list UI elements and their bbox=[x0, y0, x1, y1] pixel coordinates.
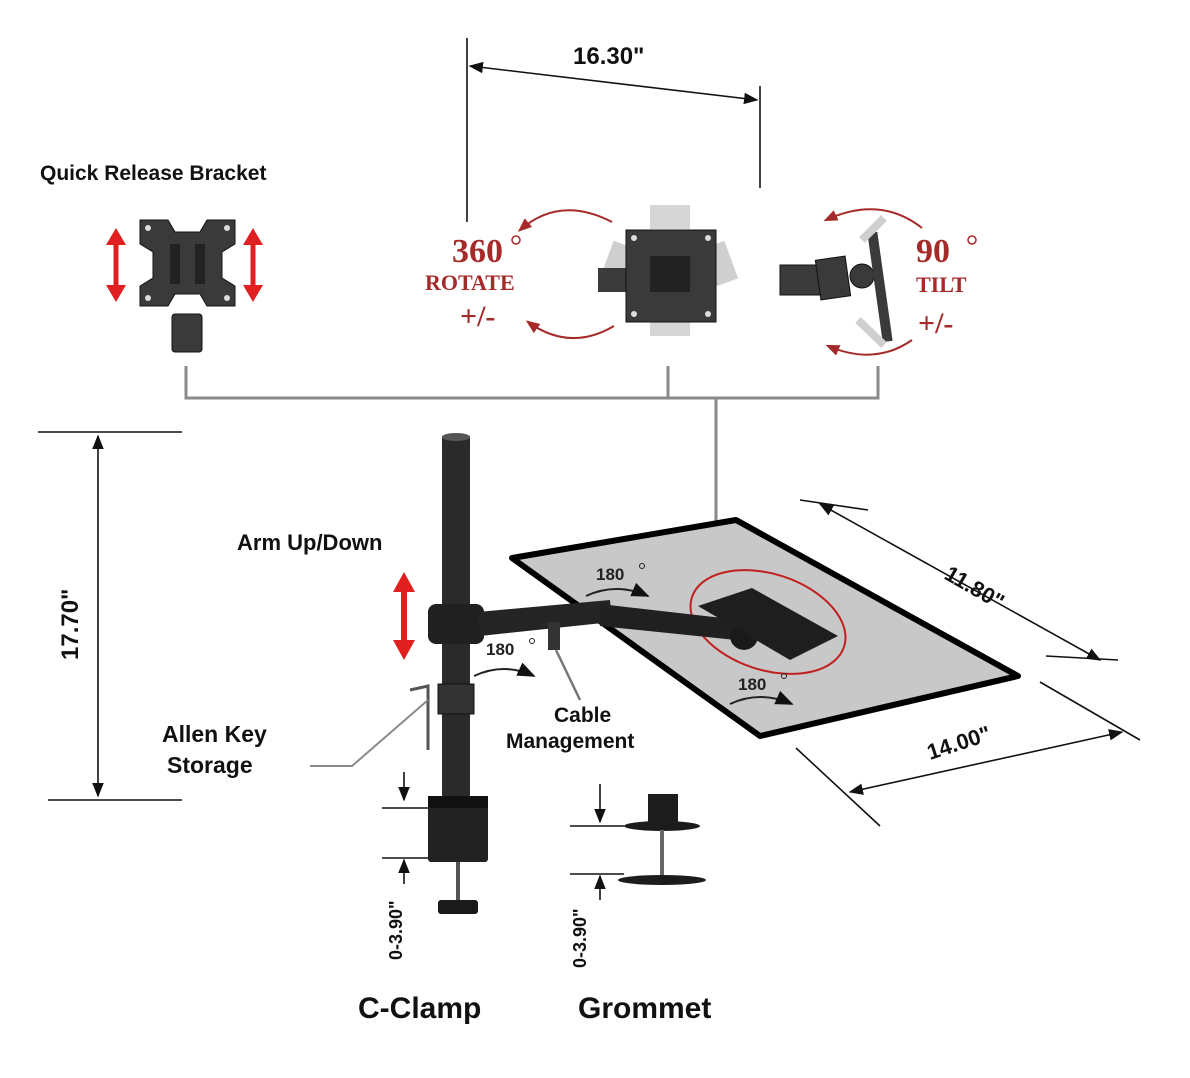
arm-updown-label: Arm Up/Down bbox=[237, 530, 382, 555]
rotate-plusminus: +/- bbox=[460, 300, 495, 333]
swivel-marker-2: 180 bbox=[473, 638, 536, 677]
grommet-plate-icon bbox=[618, 875, 706, 885]
arm-updown: Arm Up/Down bbox=[237, 530, 415, 660]
allen-key-storage: Allen Key Storage bbox=[162, 684, 430, 778]
quick-release-bracket: Quick Release Bracket bbox=[40, 162, 266, 353]
mount-arm bbox=[428, 588, 838, 660]
swivel-1-label: 180 bbox=[596, 565, 624, 584]
tilt-arrow-top-icon bbox=[823, 208, 923, 229]
rotating-plate-icon bbox=[598, 205, 739, 336]
rotate-word: ROTATE bbox=[425, 270, 515, 295]
c-clamp: 0-3.90" C-Clamp bbox=[358, 772, 488, 1025]
width-dimension-label: 16.30" bbox=[573, 43, 644, 70]
vesa-plate-icon bbox=[698, 588, 838, 660]
clamp-body-icon bbox=[428, 796, 488, 862]
clamp-knob-icon bbox=[438, 900, 478, 914]
red-updown-arrow-icon bbox=[393, 572, 415, 660]
red-updown-arrow-icon bbox=[243, 228, 263, 302]
width-dimension: 16.30" bbox=[466, 38, 761, 222]
c-clamp-label: C-Clamp bbox=[358, 992, 481, 1025]
swivel-arrow-icon bbox=[585, 582, 650, 597]
allen-key-icon bbox=[409, 684, 430, 750]
height-dimension-label: 17.70" bbox=[57, 589, 84, 660]
swivel-marker-1: 180 bbox=[585, 563, 650, 597]
grommet-post-icon bbox=[648, 794, 678, 826]
height-dimension: 17.70" bbox=[38, 431, 182, 801]
quick-release-label: Quick Release Bracket bbox=[40, 162, 266, 185]
allen-key-line1: Allen Key bbox=[162, 721, 267, 747]
tilt-arrow-bottom-icon bbox=[825, 339, 913, 356]
cable-management-line1: Cable bbox=[554, 704, 611, 727]
cable-clip-icon bbox=[548, 622, 560, 650]
cable-management-line2: Management bbox=[506, 730, 634, 753]
tilt-arm-icon bbox=[779, 215, 893, 348]
tilt-degrees: 90 bbox=[916, 233, 950, 270]
monitor-depth-label: 11.80" bbox=[941, 561, 1009, 615]
monitor-width-label: 14.00" bbox=[924, 721, 994, 765]
red-updown-arrow-icon bbox=[106, 228, 126, 302]
tilt-word: TILT bbox=[916, 272, 967, 297]
tilt-plusminus: +/- bbox=[918, 307, 953, 340]
swivel-2-label: 180 bbox=[486, 640, 514, 659]
rotate-arrow-bottom-icon bbox=[525, 320, 615, 339]
rotate-degrees: 360 bbox=[452, 233, 503, 270]
rotate-arrow-top-icon bbox=[517, 209, 613, 232]
grommet-range-label: 0-3.90" bbox=[570, 908, 590, 968]
allen-key-line2: Storage bbox=[167, 752, 253, 778]
swivel-arrow-icon bbox=[473, 662, 536, 677]
swivel-arrow-icon bbox=[729, 690, 794, 705]
swivel-marker-3: 180 bbox=[729, 673, 794, 705]
vesa-plate-icon bbox=[139, 219, 236, 307]
cable-management: Cable Management bbox=[506, 649, 634, 753]
grommet-label: Grommet bbox=[578, 992, 711, 1025]
swivel-3-label: 180 bbox=[738, 675, 766, 694]
grommet: 0-3.90" Grommet bbox=[570, 784, 711, 1025]
bracket-clip-icon bbox=[171, 313, 203, 353]
tilt-feature: 90 TILT +/- bbox=[779, 208, 977, 356]
clamp-range-label: 0-3.90" bbox=[386, 900, 406, 960]
rotate-feature: 360 ROTATE +/- bbox=[425, 205, 739, 339]
